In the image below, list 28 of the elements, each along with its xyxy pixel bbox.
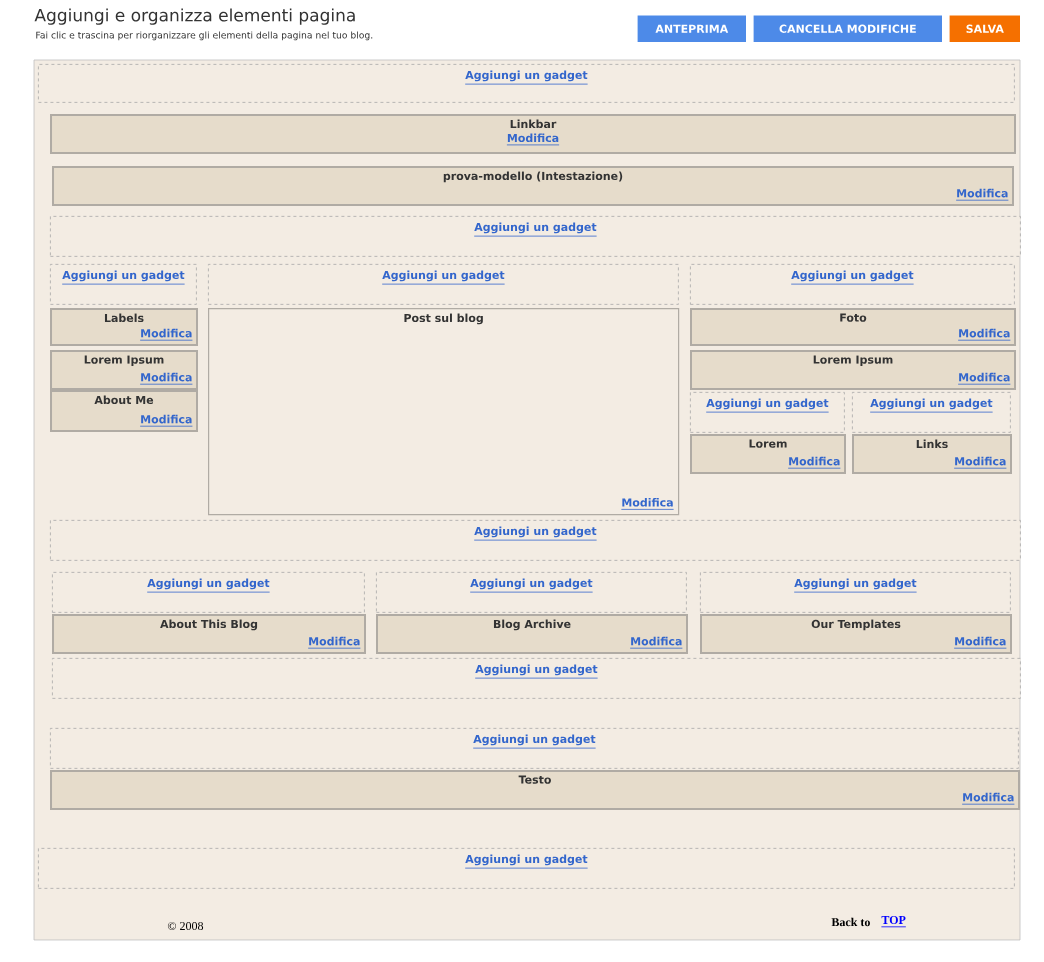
add-gadget-area — [690, 264, 1015, 305]
add-gadget-area — [700, 572, 1011, 613]
add-gadget-area — [376, 572, 687, 613]
widget-box — [50, 308, 198, 346]
widget-box — [376, 614, 688, 654]
widget-box — [690, 308, 1016, 346]
widget-box — [700, 614, 1012, 654]
widget-box — [52, 614, 366, 654]
add-gadget-area — [38, 64, 1015, 103]
add-gadget-area — [52, 658, 1021, 699]
add-gadget-area — [50, 520, 1021, 561]
add-gadget-area — [208, 264, 679, 305]
add-gadget-area — [38, 848, 1015, 889]
widget-box — [690, 350, 1016, 390]
add-gadget-area — [852, 392, 1011, 433]
page-title: Aggiungi e organizza elementi pagina — [34, 8, 355, 25]
add-gadget-area — [50, 264, 197, 305]
add-gadget-area — [50, 728, 1019, 769]
widget-box — [50, 390, 198, 432]
add-gadget-area — [52, 572, 365, 613]
widget-box — [52, 166, 1014, 206]
add-gadget-area — [690, 392, 845, 433]
widget-box — [50, 350, 198, 390]
widget-box — [50, 114, 1016, 154]
add-gadget-area — [50, 216, 1021, 257]
widget-box — [50, 770, 1020, 810]
widget-box — [690, 434, 846, 474]
widget-box — [852, 434, 1012, 474]
